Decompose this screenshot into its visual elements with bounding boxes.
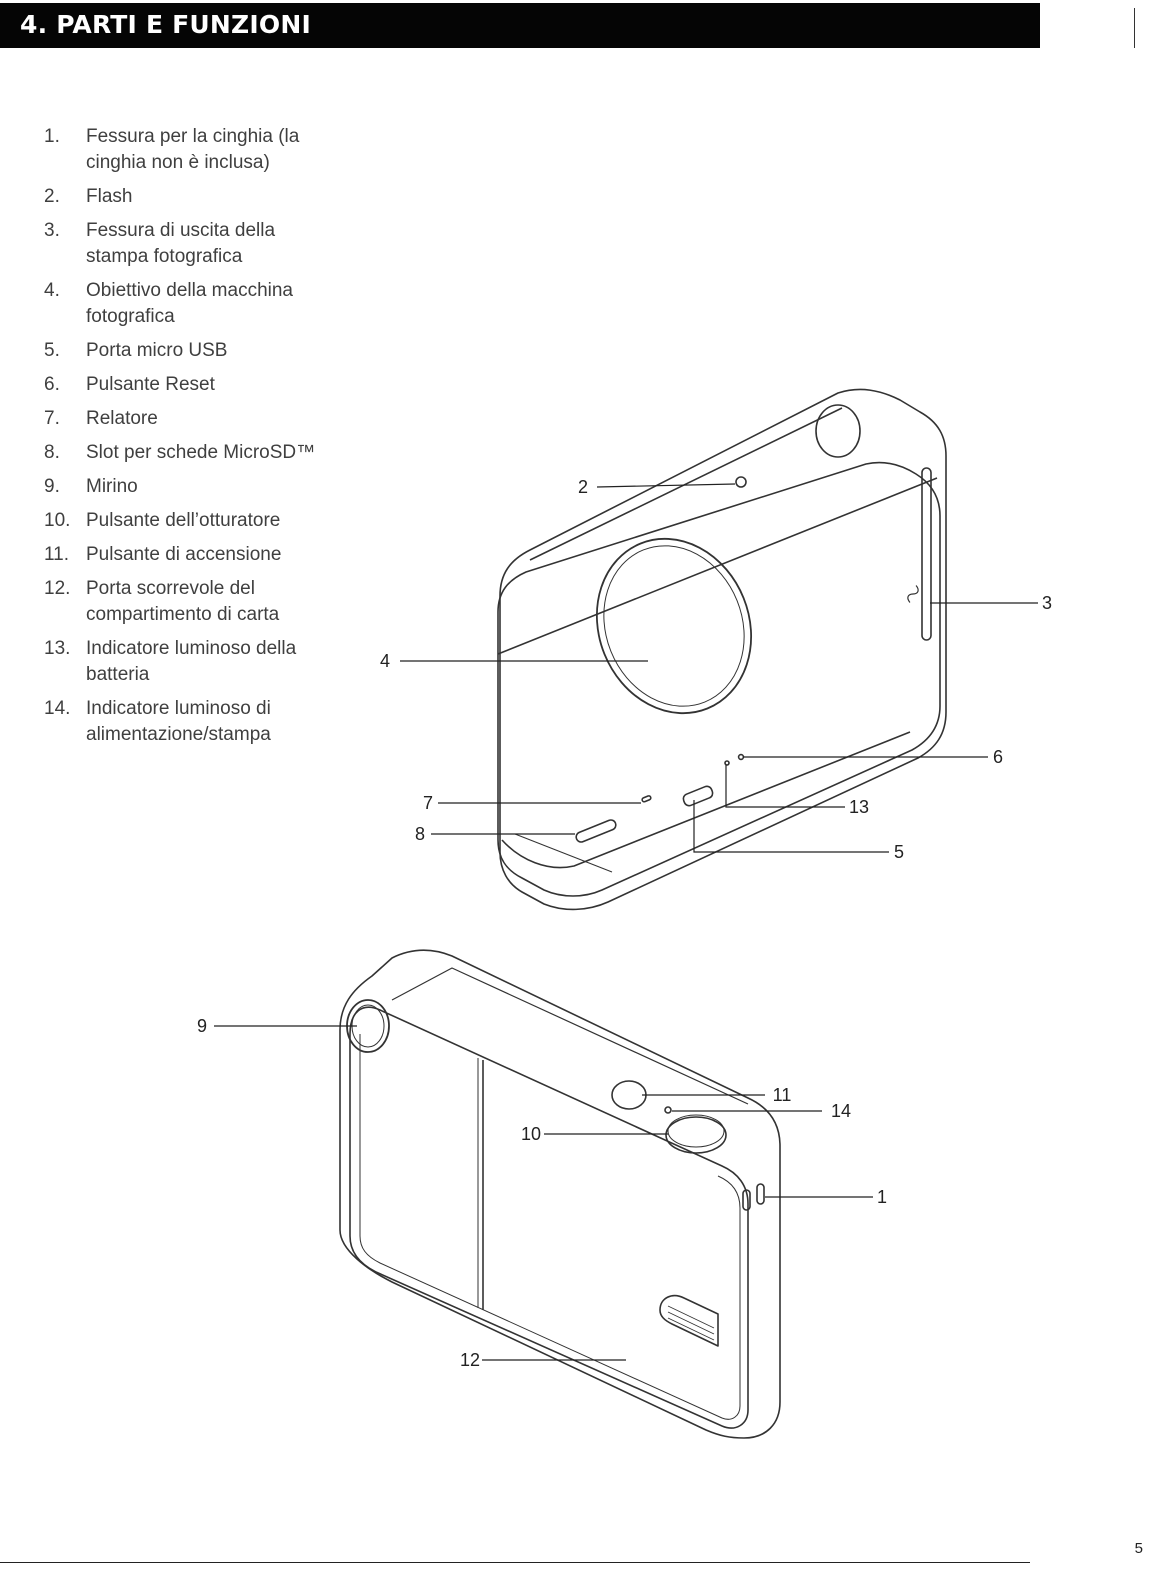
section-header: 4. PARTI E FUNZIONI [0, 3, 1040, 48]
part-item-10: 10.Pulsante dell’otturatore [44, 510, 281, 531]
callout-5: 5 [894, 842, 904, 862]
callout-3: 3 [1042, 593, 1052, 613]
callout-14: 14 [831, 1101, 851, 1121]
callout-6: 6 [993, 747, 1003, 767]
part-item-12: 12. Porta scorrevole del compartimento d… [44, 578, 280, 625]
part-item-3: 3.Fessura di uscita della stampa fotogra… [44, 220, 276, 267]
part-item-9: 9.Mirino [44, 476, 138, 497]
part-item-6: 6.Pulsante Reset [44, 374, 215, 395]
callout-2: 2 [578, 477, 588, 497]
camera-back-illustration [339, 949, 781, 1439]
callout-11: 11 [773, 1085, 792, 1105]
part-item-11: 11.Pulsante di accensione [44, 544, 282, 565]
callout-7: 7 [423, 793, 433, 813]
callout-4: 4 [380, 651, 390, 671]
callout-12: 12 [460, 1350, 480, 1370]
part-item-1: 1.Fessura per la cinghia (la cinghia non… [44, 126, 300, 173]
part-item-14: 14.Indicatore luminoso di alimentazione/… [44, 698, 271, 745]
callout-9: 9 [197, 1016, 207, 1036]
page-number: 5 [1134, 1540, 1143, 1557]
parts-list: 1.Fessura per la cinghia (la cinghia non… [44, 124, 374, 756]
part-item-13: 13.Indicatore luminoso della batteria [44, 638, 297, 685]
callout-13: 13 [849, 797, 869, 817]
part-item-8: 8.Slot per schede MicroSD™ [44, 442, 316, 463]
callout-1: 1 [877, 1187, 887, 1207]
page-edge-mark [1134, 8, 1135, 48]
part-item-2: 2.Flash [44, 186, 133, 207]
camera-front-illustration [497, 388, 947, 911]
front-callout-labels: 2 3 4 6 13 7 8 5 [380, 477, 1052, 862]
callout-10: 10 [521, 1124, 541, 1144]
back-callout-labels: 9 11 14 10 1 12 [197, 1016, 887, 1370]
section-title: 4. PARTI E FUNZIONI [20, 10, 311, 39]
part-item-5: 5.Porta micro USB [44, 340, 228, 361]
part-item-4: 4.Obiettivo della macchina fotografica [44, 280, 293, 327]
part-item-7: 7.Relatore [44, 408, 158, 429]
footer-rule [0, 1562, 1030, 1563]
front-leader-lines [400, 483, 1038, 853]
back-leader-lines [214, 1025, 873, 1361]
callout-8: 8 [415, 824, 425, 844]
